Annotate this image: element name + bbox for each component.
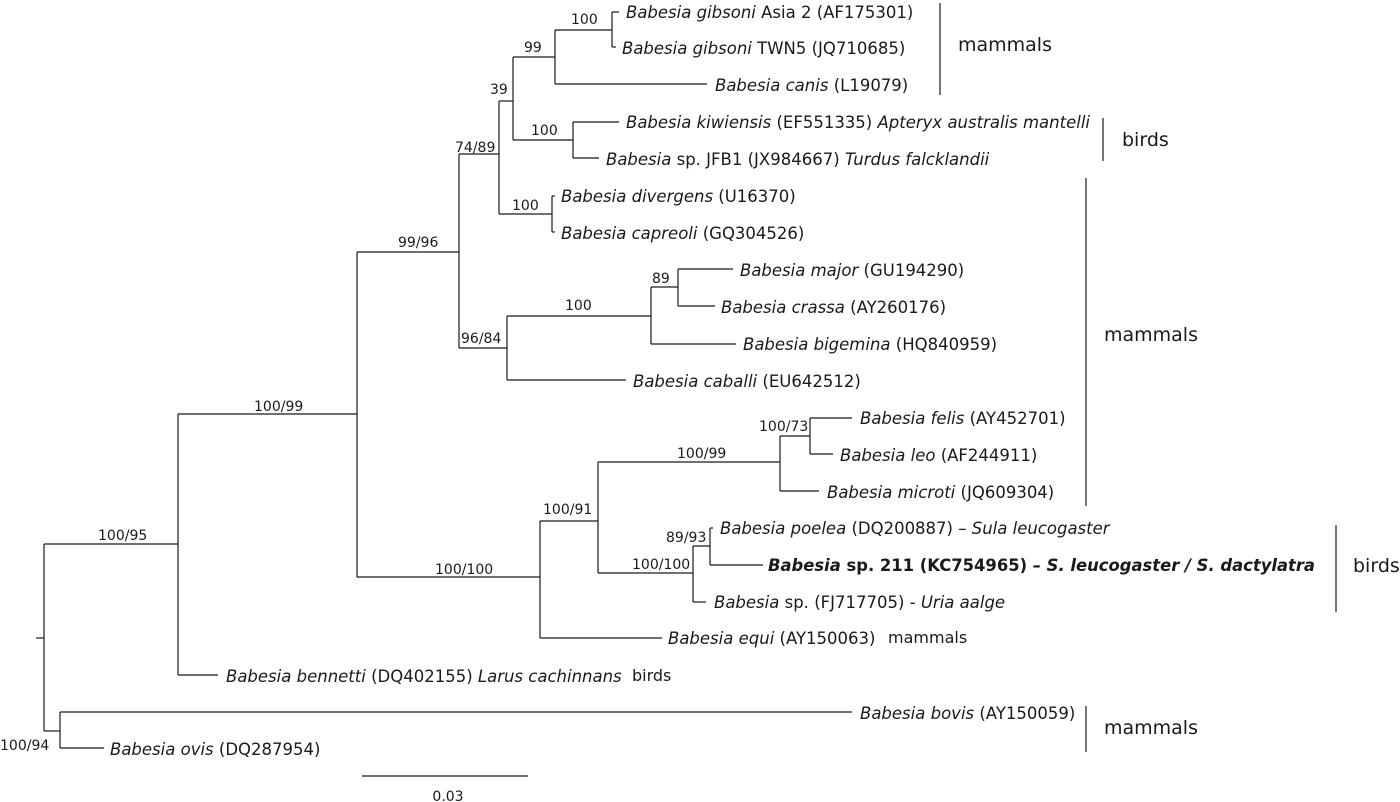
host-group-label: mammals <box>958 34 1052 56</box>
host-groups: mammals birds mammals birds mammals bird… <box>632 3 1400 752</box>
support-value: 99/96 <box>398 235 438 251</box>
support-value: 100/94 <box>0 738 49 754</box>
scale-bar-label: 0.03 <box>432 789 463 802</box>
support-value: 74/89 <box>455 140 495 156</box>
taxon-label: Babesia crassa (AY260176) <box>721 298 946 317</box>
host-group-label: mammals <box>1104 324 1198 346</box>
host-group-label: birds <box>1353 555 1400 577</box>
support-value: 89 <box>652 271 670 287</box>
taxon-label: Babesia gibsoni TWN5 (JQ710685) <box>622 39 905 58</box>
support-value: 100/91 <box>543 502 592 518</box>
taxon-label: Babesia capreoli (GQ304526) <box>561 224 804 243</box>
tree-branches <box>36 11 852 749</box>
host-group-label: mammals <box>888 628 967 647</box>
host-group-label: birds <box>632 666 671 685</box>
taxon-label: Babesia sp. (FJ717705) - Uria aalge <box>714 593 1005 612</box>
support-value: 100/99 <box>677 446 726 462</box>
support-value: 96/84 <box>461 331 501 347</box>
support-value: 39 <box>490 82 508 98</box>
taxon-label: Babesia leo (AF244911) <box>840 446 1037 465</box>
scale-bar: 0.03 <box>362 775 528 802</box>
support-value: 100/73 <box>759 419 808 435</box>
taxon-label: Babesia kiwiensis (EF551335) Apteryx aus… <box>626 113 1090 132</box>
support-value: 100 <box>512 198 539 214</box>
taxon-label: Babesia bigemina (HQ840959) <box>743 335 997 354</box>
taxon-label: Babesia felis (AY452701) <box>860 409 1066 428</box>
support-value: 100 <box>571 12 598 28</box>
taxon-label: Babesia canis (L19079) <box>715 76 908 95</box>
taxon-label: Babesia major (GU194290) <box>740 261 964 280</box>
taxon-label-highlighted: Babesia sp. 211 (KC754965) – S. leucogas… <box>768 556 1315 575</box>
support-value: 100/95 <box>98 528 147 544</box>
taxon-label: Babesia divergens (U16370) <box>561 187 796 206</box>
support-value: 100 <box>531 123 558 139</box>
taxon-label: Babesia microti (JQ609304) <box>827 483 1054 502</box>
taxon-labels: Babesia gibsoni Asia 2 (AF175301) Babesi… <box>110 3 1315 759</box>
support-values: 100 99 39 100 74/89 100 99/96 89 100 96/… <box>0 12 808 754</box>
taxon-label: Babesia bovis (AY150059) <box>860 704 1075 723</box>
support-value: 99 <box>524 40 542 56</box>
taxon-label: Babesia sp. JFB1 (JX984667) Turdus falck… <box>606 150 990 169</box>
support-value: 89/93 <box>666 530 706 546</box>
taxon-label: Babesia ovis (DQ287954) <box>110 740 320 759</box>
taxon-label: Babesia caballi (EU642512) <box>633 372 861 391</box>
support-value: 100/100 <box>632 557 690 573</box>
support-value: 100 <box>565 298 592 314</box>
support-value: 100/100 <box>435 562 493 578</box>
host-group-label: birds <box>1122 129 1169 151</box>
taxon-label: Babesia equi (AY150063) <box>668 629 875 648</box>
taxon-label: Babesia bennetti (DQ402155) Larus cachin… <box>226 667 622 686</box>
support-value: 100/99 <box>254 399 303 415</box>
taxon-label: Babesia gibsoni Asia 2 (AF175301) <box>626 3 913 22</box>
host-group-label: mammals <box>1104 717 1198 739</box>
taxon-label: Babesia poelea (DQ200887) – Sula leucoga… <box>720 519 1111 538</box>
